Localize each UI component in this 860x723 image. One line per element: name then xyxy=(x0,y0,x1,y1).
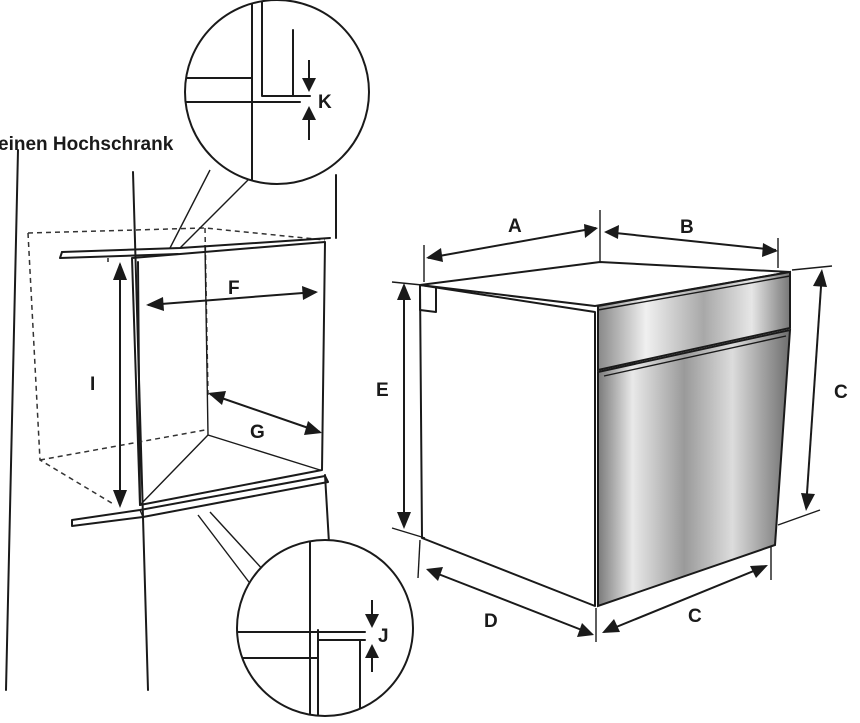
dimension-e: E xyxy=(376,281,426,539)
detail-k: K xyxy=(169,0,370,249)
detail-j: J xyxy=(197,511,414,717)
label-b: B xyxy=(680,217,694,238)
tall-cabinet xyxy=(5,149,337,691)
label-f: F xyxy=(228,278,240,299)
dimension-f: F xyxy=(146,278,318,311)
label-j: J xyxy=(378,626,389,647)
dimension-b: B xyxy=(604,217,779,268)
dimension-i: I xyxy=(90,262,127,508)
caption-hochschrank: einen Hochschrank xyxy=(0,134,174,155)
label-g: G xyxy=(250,422,265,443)
label-i: I xyxy=(90,374,95,395)
label-d: D xyxy=(484,611,498,632)
label-a: A xyxy=(508,216,522,237)
label-c-height: C xyxy=(834,382,848,403)
oven xyxy=(419,261,792,608)
dimension-d: D xyxy=(417,539,597,642)
label-c-depth: C xyxy=(688,606,702,627)
dimension-c-depth: C xyxy=(602,546,772,633)
label-e: E xyxy=(376,380,389,401)
dimension-a: A xyxy=(423,210,601,282)
dimension-c-height: C xyxy=(777,265,848,526)
dimension-g: G xyxy=(208,391,322,443)
label-k: K xyxy=(318,92,332,113)
